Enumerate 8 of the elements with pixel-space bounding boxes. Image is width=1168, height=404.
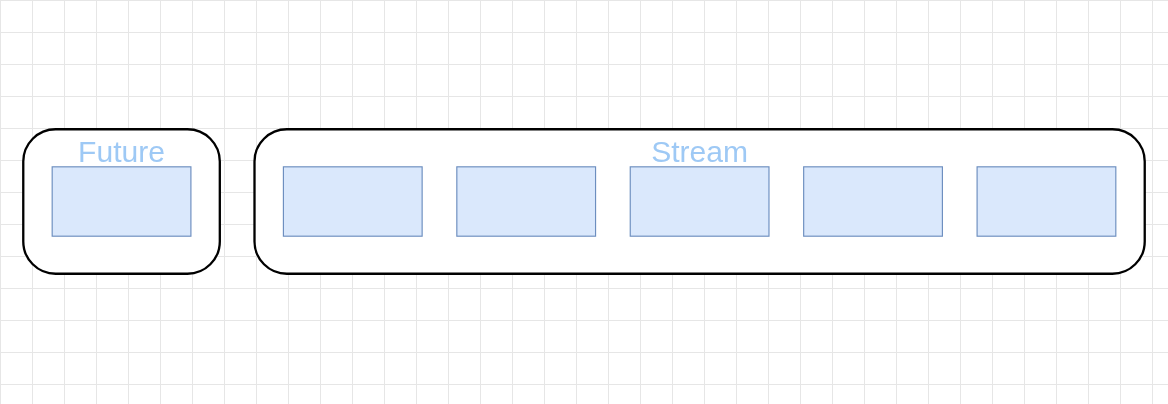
cluster: Stream	[253, 128, 1146, 276]
node-box	[282, 166, 423, 238]
node-box	[51, 166, 192, 238]
node-box	[629, 166, 770, 238]
node-box	[803, 166, 943, 238]
cluster: Future	[22, 128, 221, 276]
node-box	[456, 166, 597, 238]
node-box	[976, 166, 1117, 238]
